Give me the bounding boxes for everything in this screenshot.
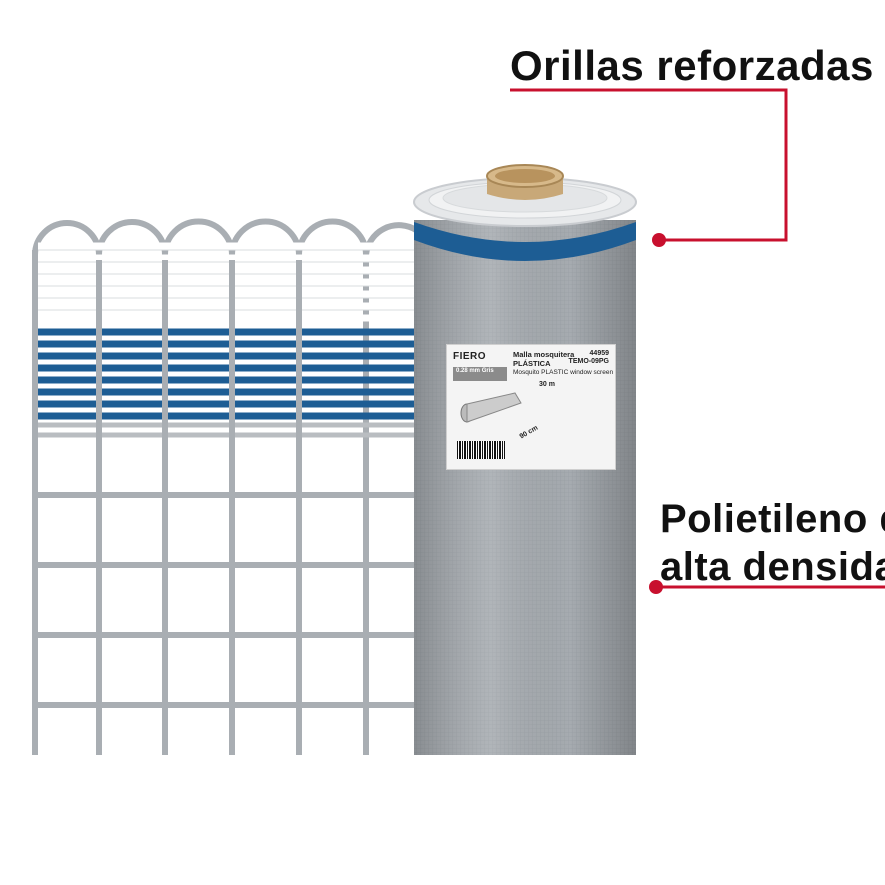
brand-name: FIERO — [453, 351, 487, 362]
callout-material-line1: Polietileno de — [660, 497, 885, 541]
callout-dot-bottom — [649, 580, 663, 594]
product-label: FIERO 44959 TEMO-09PG Malla mosquitera P… — [446, 344, 616, 470]
spec-color: Gris — [481, 368, 494, 374]
product-code: 44959 TEMO-09PG — [569, 350, 609, 366]
blue-strands-gray-between — [38, 422, 416, 438]
product-subtitle: Mosquito PLASTIC window screen — [513, 369, 614, 376]
wire-grid — [32, 218, 418, 755]
product-title-line2: PLÁSTICA — [513, 358, 551, 368]
wire-grid-front — [96, 260, 302, 440]
roll-width: 90 cm — [518, 424, 540, 441]
product-title: Malla mosquitera PLÁSTICA — [513, 350, 575, 368]
roll-length: 30 m — [539, 381, 555, 388]
spec-box: 0.28 mm Gris — [453, 367, 507, 381]
code-number: 44959 — [589, 350, 609, 357]
callout-reinforced-edges: Orillas reforzadas — [510, 42, 874, 89]
roll-diagram-icon — [460, 392, 522, 423]
white-strands — [38, 242, 416, 322]
callout-dot-top — [652, 233, 666, 247]
callout-line-top — [510, 88, 788, 242]
callout-material-line2: alta densidad — [660, 545, 885, 589]
barcode — [457, 441, 505, 459]
code-sku: TEMO-09PG — [568, 358, 609, 365]
blue-strands — [38, 328, 416, 420]
product-title-line1: Malla mosquitera — [513, 350, 575, 359]
callout-material: Polietileno de alta densidad — [660, 495, 885, 591]
spec-value: 0.28 mm — [456, 368, 481, 374]
